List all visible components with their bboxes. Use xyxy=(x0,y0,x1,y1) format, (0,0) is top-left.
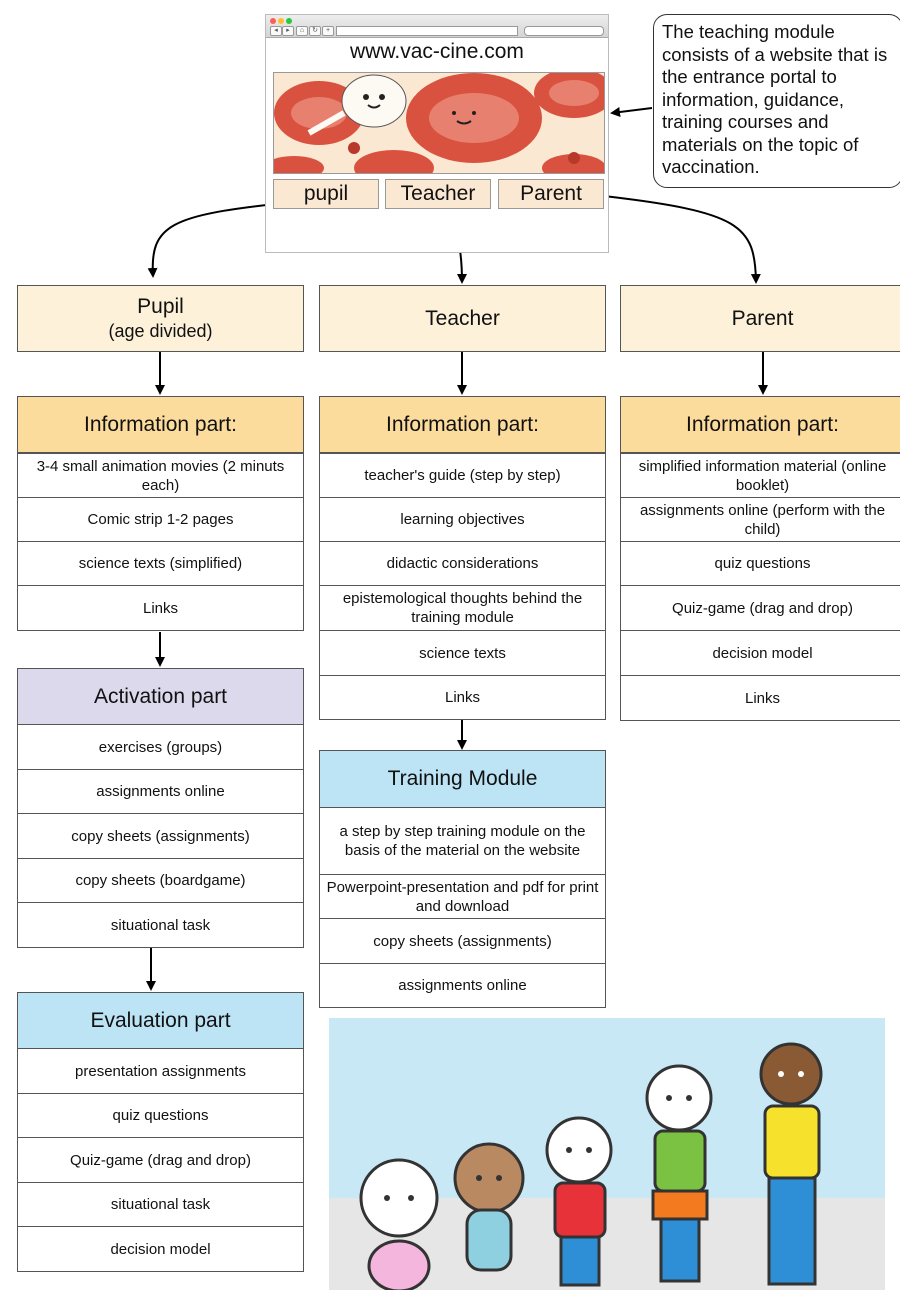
activation-item: exercises (groups) xyxy=(17,724,304,770)
maximize-dot-icon xyxy=(286,18,292,24)
training-module-item: copy sheets (assignments) xyxy=(319,918,606,964)
teacher-information-item: didactic considerations xyxy=(319,541,606,586)
home-icon[interactable]: ⌂ xyxy=(296,26,308,36)
address-bar[interactable] xyxy=(336,26,518,36)
evaluation-header: Evaluation part xyxy=(17,992,304,1049)
activation-item: copy sheets (assignments) xyxy=(17,813,304,859)
parent-information-header: Information part: xyxy=(620,396,900,453)
website-mockup: ◂ ▸ ⌂ ↻ + www.vac-cine.com pupil xyxy=(265,14,609,253)
parent-information-item: Links xyxy=(620,675,900,721)
teacher-role-box: Teacher xyxy=(319,285,606,352)
activation-header: Activation part xyxy=(17,668,304,725)
parent-title: Parent xyxy=(731,306,794,330)
activation-item: assignments online xyxy=(17,769,304,814)
parent-information-item: Quiz-game (drag and drop) xyxy=(620,585,900,631)
teacher-information-item: teacher's guide (step by step) xyxy=(319,453,606,498)
evaluation-item: Quiz-game (drag and drop) xyxy=(17,1137,304,1183)
blood-cells-illustration xyxy=(274,73,604,173)
pupil-information-item: science texts (simplified) xyxy=(17,541,304,586)
teacher-information-item: science texts xyxy=(319,630,606,676)
arrow-callout-to-website xyxy=(610,107,653,117)
activation-item: copy sheets (boardgame) xyxy=(17,858,304,903)
parent-information-item: simplified information material (online … xyxy=(620,453,900,498)
training-module-item: Powerpoint-presentation and pdf for prin… xyxy=(319,874,606,919)
training-module-header: Training Module xyxy=(319,750,606,808)
add-icon[interactable]: + xyxy=(322,26,334,36)
activation-item: situational task xyxy=(17,902,304,948)
site-url: www.vac-cine.com xyxy=(350,40,524,63)
pupil-information-header: Information part: xyxy=(17,396,304,453)
evaluation-item: presentation assignments xyxy=(17,1048,304,1094)
pupil-role-box: Pupil (age divided) xyxy=(17,285,304,352)
parent-information-item: quiz questions xyxy=(620,541,900,586)
tab-pupil[interactable]: pupil xyxy=(273,179,379,209)
teacher-information-item: epistemological thoughts behind the trai… xyxy=(319,585,606,631)
pupil-information-item: Comic strip 1-2 pages xyxy=(17,497,304,542)
parent-information-item: decision model xyxy=(620,630,900,676)
pupil-subtitle: (age divided) xyxy=(108,320,213,341)
minimize-dot-icon xyxy=(278,18,284,24)
tab-parent[interactable]: Parent xyxy=(498,179,604,209)
teacher-title: Teacher xyxy=(425,306,500,330)
search-field[interactable] xyxy=(524,26,604,36)
close-dot-icon xyxy=(270,18,276,24)
teacher-information-item: Links xyxy=(319,675,606,720)
pupil-information-item: 3-4 small animation movies (2 minuts eac… xyxy=(17,453,304,498)
children-drawing xyxy=(329,1042,885,1290)
evaluation-item: quiz questions xyxy=(17,1093,304,1138)
tab-teacher[interactable]: Teacher xyxy=(385,179,491,209)
parent-information-item: assignments online (perform with the chi… xyxy=(620,497,900,542)
arrow-website-to-parent xyxy=(603,195,761,284)
teacher-information-header: Information part: xyxy=(319,396,606,453)
reload-icon[interactable]: ↻ xyxy=(309,26,321,36)
pupil-title: Pupil xyxy=(137,294,184,318)
pupil-information-item: Links xyxy=(17,585,304,631)
parent-role-box: Parent xyxy=(620,285,900,352)
evaluation-item: decision model xyxy=(17,1226,304,1272)
forward-icon[interactable]: ▸ xyxy=(282,26,294,36)
browser-toolbar: ◂ ▸ ⌂ ↻ + xyxy=(266,15,608,38)
teacher-information-item: learning objectives xyxy=(319,497,606,542)
training-module-item: a step by step training module on the ba… xyxy=(319,807,606,875)
evaluation-item: situational task xyxy=(17,1182,304,1227)
training-module-item: assignments online xyxy=(319,963,606,1008)
back-icon[interactable]: ◂ xyxy=(270,26,282,36)
description-callout: The teaching module consists of a websit… xyxy=(653,14,900,188)
blood-cells-banner xyxy=(273,72,605,174)
children-illustration xyxy=(329,1018,885,1290)
